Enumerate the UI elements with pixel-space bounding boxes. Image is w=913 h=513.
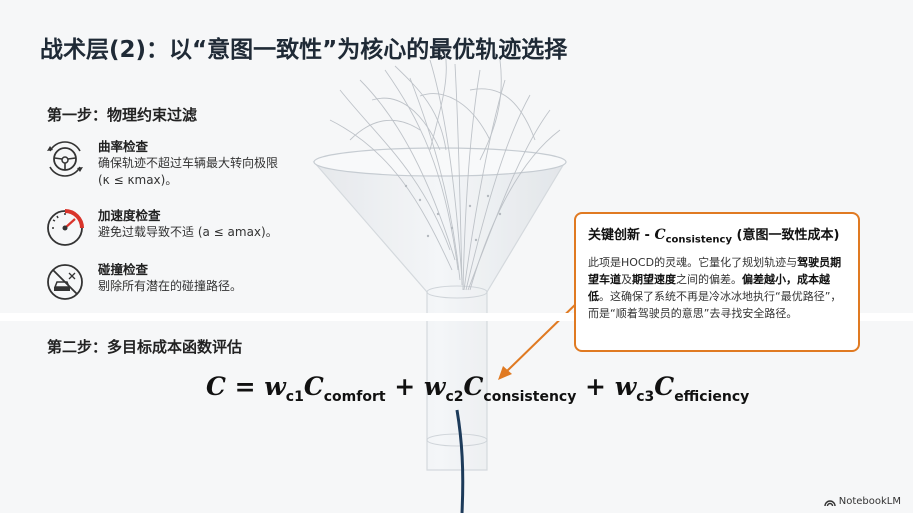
formula-weight-1-sub: c1 <box>285 389 304 405</box>
formula-cost-3: C <box>654 372 675 401</box>
cost-function-formula: C = wc1Ccomfort + wc2Cconsistency + wc3C… <box>206 372 749 405</box>
formula-cost-1: C <box>303 372 324 401</box>
callout-body-bold-2: 期望速度 <box>632 272 676 286</box>
curvature-check-desc: 确保轨迹不超过车辆最大转向极限 <box>98 156 279 170</box>
collision-car-icon <box>47 264 83 300</box>
acceleration-check-desc: 避免过载导致不适 (a ≤ amax)。 <box>98 225 278 239</box>
acceleration-check-title: 加速度检查 <box>98 208 161 223</box>
collision-check-title: 碰撞检查 <box>98 262 149 277</box>
brand-label: NotebookLM <box>838 496 901 507</box>
formula-cost-3-sub: efficiency <box>674 389 750 405</box>
curvature-check-formula: (κ ≤ κmax)。 <box>98 173 178 187</box>
divider-band <box>0 313 913 321</box>
callout-title-var: C <box>654 227 666 243</box>
formula-weight-2: w <box>423 372 446 401</box>
step1-heading: 第一步：物理约束过滤 <box>47 106 198 124</box>
callout-body-4: 。这确保了系统不再是冷冰冰地执行“最优路径”，而是“顺着驾驶员的意思”去寻找安全… <box>588 289 842 320</box>
key-innovation-callout: 关键创新 - Cconsistency (意图一致性成本) 此项是HOCD的灵魂… <box>574 212 860 352</box>
callout-body-bold-3: 偏差越小，成本越低 <box>588 272 830 303</box>
formula-weight-2-sub: c2 <box>445 389 464 405</box>
notebooklm-logo-icon <box>824 499 836 506</box>
formula-equals: = <box>225 372 265 401</box>
formula-cost-2: C <box>463 372 484 401</box>
callout-title-prefix: 关键创新 - <box>588 228 655 243</box>
formula-plus-2: + <box>576 372 615 401</box>
step2-heading: 第二步：多目标成本函数评估 <box>47 338 243 356</box>
callout-title-sub: consistency <box>665 234 732 246</box>
formula-plus-1: + <box>385 372 424 401</box>
steering-wheel-icon <box>47 141 83 177</box>
formula-weight-3: w <box>614 372 637 401</box>
callout-body-2: 及 <box>621 272 632 286</box>
curvature-check-title: 曲率检查 <box>98 139 149 154</box>
formula-weight-3-sub: c3 <box>636 389 655 405</box>
callout-body: 此项是HOCD的灵魂。它量化了规划轨迹与驾驶员期望车道及期望速度之间的偏差。偏差… <box>588 254 846 322</box>
collision-check-desc: 剔除所有潜在的碰撞路径。 <box>98 279 243 293</box>
callout-title-suffix: (意图一致性成本) <box>732 228 840 243</box>
formula-cost-2-sub: consistency <box>483 389 577 405</box>
callout-body-1: 此项是HOCD的灵魂。它量化了规划轨迹与 <box>588 255 798 269</box>
callout-title: 关键创新 - Cconsistency (意图一致性成本) <box>588 224 846 246</box>
formula-total-cost: C <box>206 372 226 401</box>
notebooklm-brand: NotebookLM <box>824 496 901 507</box>
speedometer-icon <box>47 209 84 246</box>
formula-weight-1: w <box>264 372 286 401</box>
page-title: 战术层(2)：以“意图一致性”为核心的最优轨迹选择 <box>40 37 568 63</box>
callout-body-3: 之间的偏差。 <box>676 272 742 286</box>
formula-cost-1-sub: comfort <box>323 389 386 405</box>
callout-body-bold-1: 驾驶员期望车道 <box>588 255 842 286</box>
